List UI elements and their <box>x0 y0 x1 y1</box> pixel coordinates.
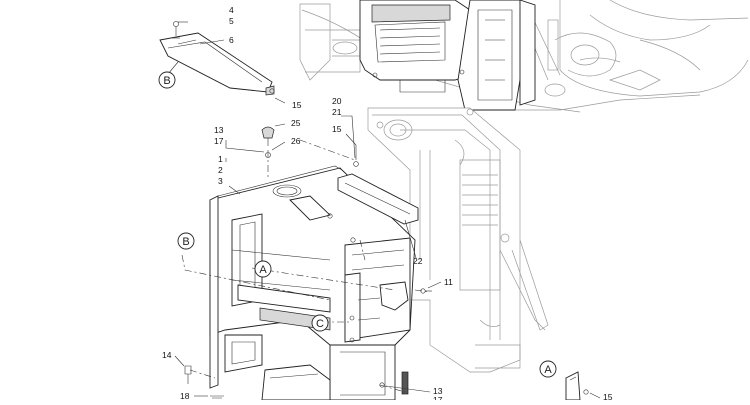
label-14: 14 <box>162 350 172 360</box>
bracket-4-5-6 <box>159 21 275 96</box>
label-2: 2 <box>218 165 223 175</box>
label-15-mid: 15 <box>332 124 342 134</box>
callout-b-top: B <box>158 71 176 89</box>
callout-b-left: B <box>177 232 195 250</box>
svg-text:B: B <box>163 75 170 87</box>
label-22: 22 <box>413 256 423 266</box>
label-4: 4 <box>229 5 234 15</box>
panel-22 <box>337 173 419 225</box>
view-callouts: B B A C A <box>158 71 557 378</box>
radiator-assembly <box>367 107 549 373</box>
bracket-a <box>565 371 581 401</box>
label-15-top: 15 <box>292 100 302 110</box>
label-6: 6 <box>229 35 234 45</box>
label-1: 1 <box>218 154 223 164</box>
main-frame <box>209 126 416 401</box>
label-18: 18 <box>180 391 190 400</box>
label-11: 11 <box>444 277 453 287</box>
callout-a-right: A <box>539 360 557 378</box>
label-3: 3 <box>218 176 223 186</box>
callout-a-mid: A <box>254 260 272 278</box>
svg-text:A: A <box>544 364 552 376</box>
label-17-bottom: 17 <box>433 395 443 400</box>
svg-text:B: B <box>182 236 189 248</box>
label-13-top: 13 <box>214 125 224 135</box>
label-13-bottom: 13 <box>433 386 443 396</box>
background-machine-frame <box>299 0 749 113</box>
label-15-bottom: 15 <box>603 392 613 400</box>
svg-text:C: C <box>316 318 324 330</box>
label-20: 20 <box>332 96 342 106</box>
label-17-top: 17 <box>214 136 224 146</box>
label-26: 26 <box>291 136 301 146</box>
assembly-centerlines <box>181 139 431 393</box>
top-frame-assembly <box>359 0 536 111</box>
label-21: 21 <box>332 107 342 117</box>
callout-c-mid: C <box>311 314 329 332</box>
label-5: 5 <box>229 16 234 26</box>
leader-lines <box>167 21 601 399</box>
fasteners <box>184 288 589 399</box>
label-25: 25 <box>291 118 301 128</box>
svg-text:A: A <box>259 264 267 276</box>
